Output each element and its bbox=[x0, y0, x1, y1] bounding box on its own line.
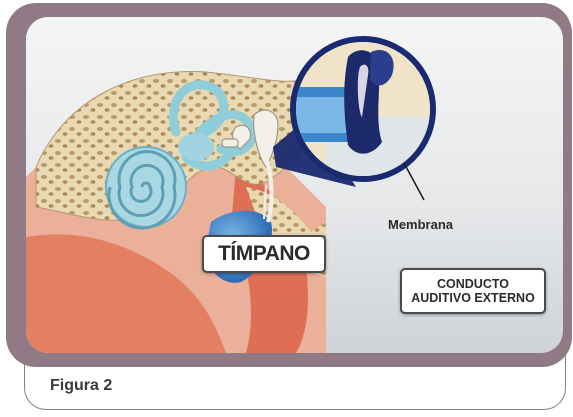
membrana-label: Membrana bbox=[388, 217, 453, 232]
cochlea bbox=[106, 147, 186, 228]
magnified-inset bbox=[293, 39, 433, 179]
figure-caption: Figura 2 bbox=[50, 377, 112, 395]
conducto-label: CONDUCTO AUDITIVO EXTERNO bbox=[400, 268, 546, 314]
vestibule bbox=[178, 133, 214, 161]
membrana-leader bbox=[404, 163, 424, 200]
ear-illustration: TÍMPANO Membrana CONDUCTO AUDITIVO EXTER… bbox=[26, 17, 563, 353]
timpano-label: TÍMPANO bbox=[202, 235, 326, 273]
